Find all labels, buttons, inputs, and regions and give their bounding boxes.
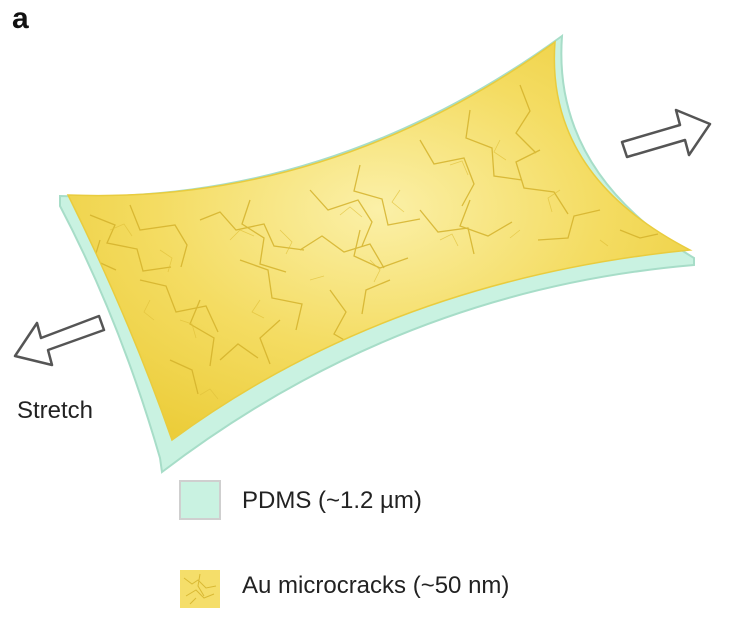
microcracks-fine	[109, 139, 609, 400]
stretch-arrow-left-icon	[13, 314, 106, 367]
gold-film	[68, 42, 690, 440]
gold-film-edge	[66, 40, 693, 442]
panel-label: a	[12, 2, 29, 35]
legend-au-label: Au microcracks (~50 nm)	[242, 572, 510, 599]
stretch-label: Stretch	[17, 397, 94, 424]
stretch-arrow-right-icon	[620, 108, 712, 159]
legend-pdms-swatch	[179, 480, 221, 520]
legend-au-swatch	[180, 570, 220, 608]
legend-pdms-label: PDMS (~1.2 µm)	[242, 487, 422, 514]
